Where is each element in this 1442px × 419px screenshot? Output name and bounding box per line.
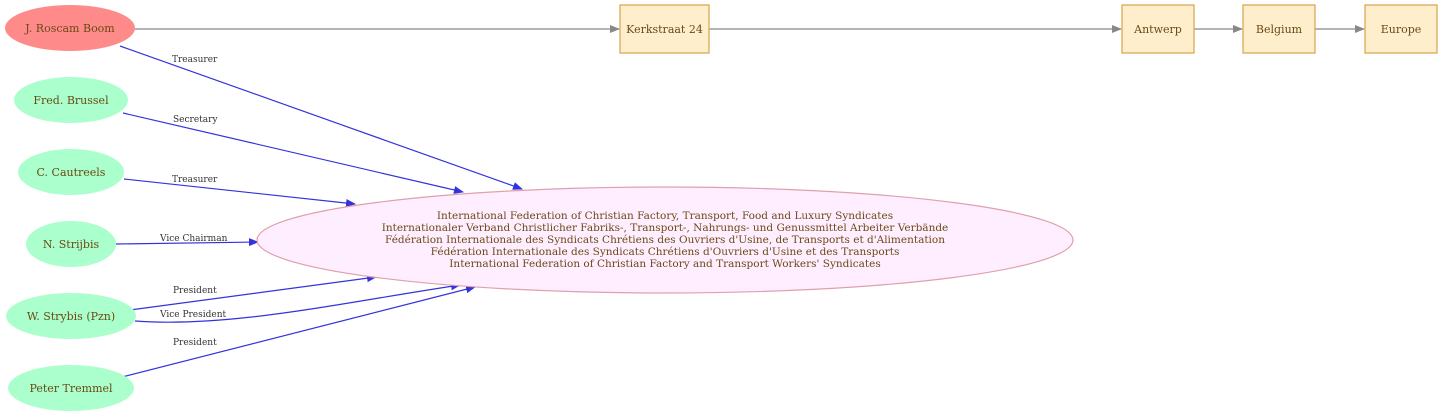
organization-name-5: International Federation of Christian Fa… — [449, 258, 880, 270]
person-node-brussel[interactable]: Fred. Brussel — [14, 77, 128, 123]
place-node-antwerp-label: Antwerp — [1133, 23, 1182, 36]
person-node-cautreels[interactable]: C. Cautreels — [18, 149, 124, 195]
person-node-cautreels-label: C. Cautreels — [37, 166, 106, 179]
organization-node[interactable]: International Federation of Christian Fa… — [256, 186, 1074, 294]
place-node-antwerp[interactable]: Antwerp — [1121, 4, 1195, 54]
edge-roscam-treasurer — [119, 45, 523, 190]
role-edges — [115, 45, 523, 379]
person-node-strybis[interactable]: W. Strybis (Pzn) — [6, 293, 136, 339]
place-node-belgium-shape — [1242, 4, 1316, 54]
organization-node-shape — [256, 186, 1074, 294]
organization-name-2: Internationaler Verband Christlicher Fab… — [382, 222, 949, 234]
place-node-europe-shape — [1364, 4, 1438, 54]
edge-label-roscam-role: Treasurer — [172, 55, 218, 65]
edge-brussel-secretary — [122, 112, 464, 194]
edge-cautreels-treasurer — [123, 178, 356, 208]
person-node-roscam-shape — [5, 5, 135, 51]
person-node-strijbis-shape — [26, 221, 116, 267]
person-node-strybis-label: W. Strybis (Pzn) — [27, 310, 115, 323]
person-node-strybis-shape — [6, 293, 136, 339]
person-node-cautreels-shape — [18, 149, 124, 195]
organization-name-1: International Federation of Christian Fa… — [437, 210, 893, 222]
edge-label-cautreels-role: Treasurer — [172, 175, 218, 185]
person-node-tremmel[interactable]: Peter Tremmel — [8, 365, 134, 411]
person-node-tremmel-label: Peter Tremmel — [29, 382, 113, 395]
edge-label-brussel-role: Secretary — [173, 115, 218, 125]
person-node-strijbis[interactable]: N. Strijbis — [26, 221, 116, 267]
place-node-belgium-label: Belgium — [1256, 23, 1303, 36]
place-node-kerkstraat[interactable]: Kerkstraat 24 — [619, 4, 710, 54]
edge-label-strybis-president-role: President — [173, 286, 217, 296]
edge-label-strybis-vice-president-role: Vice President — [159, 310, 227, 320]
person-node-roscam-label: J. Roscam Boom — [24, 22, 115, 35]
person-node-roscam[interactable]: J. Roscam Boom — [5, 5, 135, 51]
organization-name-4: Fédération Internationale des Syndicats … — [431, 246, 900, 258]
edge-strybis-vice-president — [134, 282, 461, 323]
person-node-strijbis-label: N. Strijbis — [43, 238, 100, 251]
edge-tremmel-president — [117, 285, 476, 379]
person-node-tremmel-shape — [8, 365, 134, 411]
place-node-europe[interactable]: Europe — [1364, 4, 1438, 54]
organization-name-3: Fédération Internationale des Syndicats … — [385, 234, 945, 246]
place-node-europe-label: Europe — [1381, 23, 1422, 36]
edge-strybis-president — [129, 274, 377, 311]
place-node-kerkstraat-label: Kerkstraat 24 — [626, 23, 703, 36]
place-node-antwerp-shape — [1121, 4, 1195, 54]
place-node-kerkstraat-shape — [619, 4, 710, 54]
person-node-brussel-label: Fred. Brussel — [33, 94, 109, 107]
edge-label-tremmel-role: President — [173, 338, 217, 348]
place-node-belgium[interactable]: Belgium — [1242, 4, 1316, 54]
person-node-brussel-shape — [14, 77, 128, 123]
role-edge-labels: Treasurer Secretary Treasurer Vice Chair… — [159, 55, 228, 348]
edge-strijbis-vice-chairman — [115, 238, 259, 247]
edge-label-strijbis-role: Vice Chairman — [159, 234, 228, 244]
